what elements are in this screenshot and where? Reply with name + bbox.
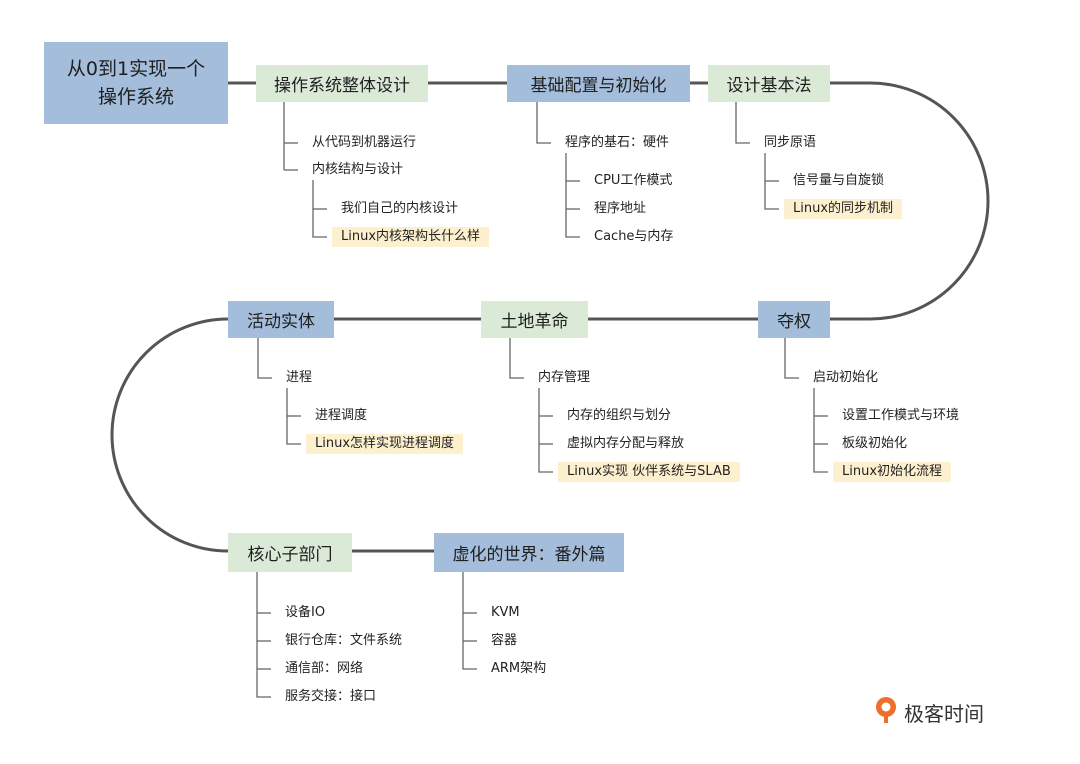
- list-item: 通信部：网络: [285, 661, 364, 676]
- list-item: 板级初始化: [842, 436, 908, 451]
- list-item: 服务交接：接口: [285, 689, 377, 704]
- list-item: 内核结构与设计: [312, 162, 404, 177]
- list-item: 我们自己的内核设计: [341, 201, 459, 216]
- root-node: 从0到1实现一个 操作系统: [44, 42, 228, 124]
- highlighted-list-item: Linux初始化流程: [833, 462, 952, 482]
- root-title-line2: 操作系统: [97, 86, 174, 108]
- node-core-departments: 核心子部门: [228, 533, 352, 572]
- list-item: 信号量与自旋锁: [793, 173, 885, 188]
- list-item: 程序地址: [594, 201, 647, 216]
- highlighted-list-item: Linux内核架构长什么样: [332, 227, 490, 247]
- list-item: 进程: [286, 370, 313, 385]
- list-item: 同步原语: [764, 135, 817, 150]
- list-item: ARM架构: [491, 661, 547, 676]
- node-seize-power: 夺权: [758, 301, 830, 338]
- list-item: 从代码到机器运行: [312, 135, 417, 150]
- root-title-line1: 从0到1实现一个: [66, 58, 206, 80]
- list-item: 容器: [491, 633, 518, 648]
- brand-name: 极客时间: [904, 701, 984, 726]
- node-basic-config: 基础配置与初始化: [507, 65, 690, 102]
- geektime-logo-icon: [874, 696, 898, 728]
- list-item: 内存的组织与划分: [567, 408, 672, 423]
- highlighted-list-item: Linux的同步机制: [784, 199, 903, 219]
- list-item: 虚拟内存分配与释放: [567, 436, 685, 451]
- list-item: 程序的基石：硬件: [565, 135, 670, 150]
- list-item: 设置工作模式与环境: [842, 408, 960, 423]
- list-item: CPU工作模式: [594, 173, 673, 188]
- node-os-design: 操作系统整体设计: [256, 65, 428, 102]
- brand-logo: 极客时间: [874, 696, 984, 728]
- highlighted-list-item: Linux怎样实现进程调度: [306, 434, 464, 454]
- list-item: 设备IO: [285, 605, 326, 620]
- list-item: 银行仓库：文件系统: [285, 633, 403, 648]
- list-item: 进程调度: [315, 408, 368, 423]
- node-land-revolution: 土地革命: [481, 301, 588, 338]
- list-item: KVM: [491, 605, 520, 620]
- highlighted-list-item: Linux实现 伙伴系统与SLAB: [558, 462, 740, 482]
- node-virtual-world: 虚化的世界：番外篇: [434, 533, 624, 572]
- list-item: Cache与内存: [594, 229, 674, 244]
- node-design-rules: 设计基本法: [708, 65, 830, 102]
- list-item: 内存管理: [538, 370, 591, 385]
- node-active-entity: 活动实体: [228, 301, 334, 338]
- list-item: 启动初始化: [813, 370, 879, 385]
